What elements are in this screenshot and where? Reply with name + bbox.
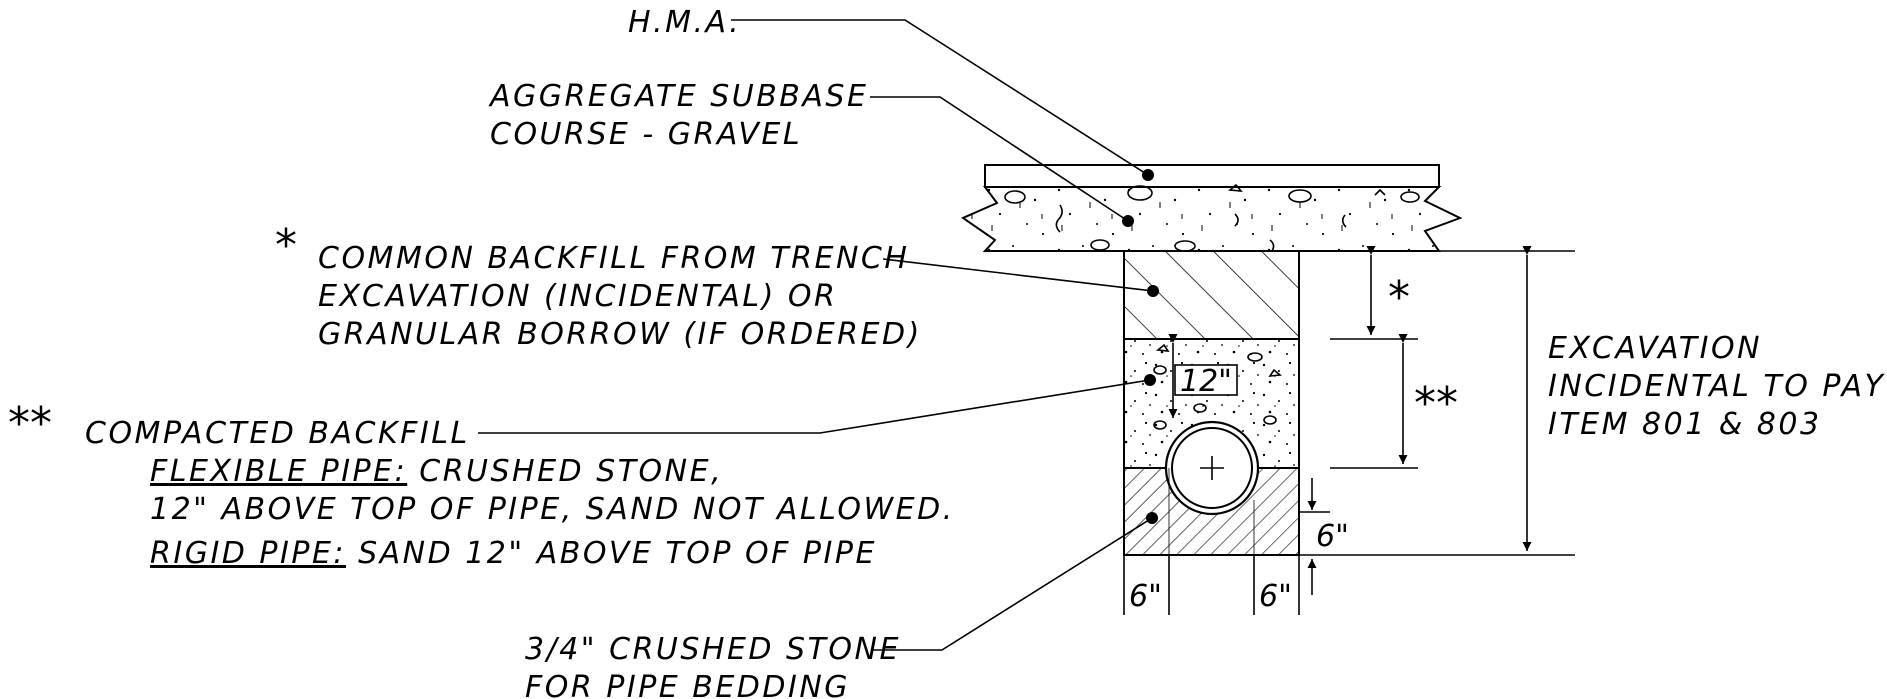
aggregate-subbase-layer	[960, 183, 1463, 252]
compacted-backfill-dim-marker: **	[1414, 378, 1458, 429]
leader-lines	[478, 19, 1154, 651]
subbase-label-line1: AGGREGATE SUBBASE	[488, 79, 868, 114]
bedding-depth-label: 6"	[1316, 519, 1349, 554]
cover-dimension-box	[1174, 364, 1238, 396]
excavation-label-line3: ITEM 801 & 803	[1548, 407, 1822, 442]
rigid-pipe-note: RIGID PIPE: SAND 12" ABOVE TOP OF PIPE	[150, 536, 877, 571]
compacted-backfill-star-marker: **	[8, 398, 52, 449]
side-clearance-right-label: 6"	[1259, 579, 1292, 614]
compacted-backfill-label: COMPACTED BACKFILL	[85, 416, 470, 451]
flexible-pipe-text: CRUSHED STONE,	[419, 454, 723, 489]
hma-label: H.M.A.	[628, 5, 741, 40]
compacted-backfill-zone	[1123, 338, 1300, 469]
common-backfill-label-line1: COMMON BACKFILL FROM TRENCH	[318, 241, 909, 276]
bedding-label-line2: FOR PIPE BEDDING	[525, 670, 850, 699]
excavation-label-line1: EXCAVATION	[1548, 331, 1762, 366]
common-backfill-dim-marker: *	[1388, 272, 1410, 323]
leader-dots	[1122, 169, 1159, 524]
common-backfill-label-line2: EXCAVATION (INCIDENTAL) OR	[318, 279, 837, 314]
hma-layer	[984, 164, 1440, 188]
rigid-pipe-text: SAND 12" ABOVE TOP OF PIPE	[358, 536, 877, 571]
flexible-pipe-note-line2: 12" ABOVE TOP OF PIPE, SAND NOT ALLOWED.	[150, 492, 955, 527]
cover-12-label: 12"	[1180, 364, 1232, 399]
pipe	[1164, 420, 1260, 516]
extension-lines	[1123, 250, 1575, 615]
excavation-label-line2: INCIDENTAL TO PAY	[1548, 369, 1886, 404]
side-clearance-left-label: 6"	[1129, 579, 1162, 614]
common-backfill-star-marker: *	[275, 220, 297, 271]
flexible-pipe-term: FLEXIBLE PIPE:	[150, 454, 407, 489]
subbase-label-line2: COURSE - GRAVEL	[490, 117, 802, 152]
bedding-label-line1: 3/4" CRUSHED STONE	[525, 632, 901, 667]
flexible-pipe-note: FLEXIBLE PIPE: CRUSHED STONE,	[150, 454, 723, 489]
dimension-arrows	[1168, 246, 1532, 595]
rigid-pipe-term: RIGID PIPE:	[150, 536, 346, 571]
common-backfill-label-line3: GRANULAR BORROW (IF ORDERED)	[318, 317, 922, 352]
